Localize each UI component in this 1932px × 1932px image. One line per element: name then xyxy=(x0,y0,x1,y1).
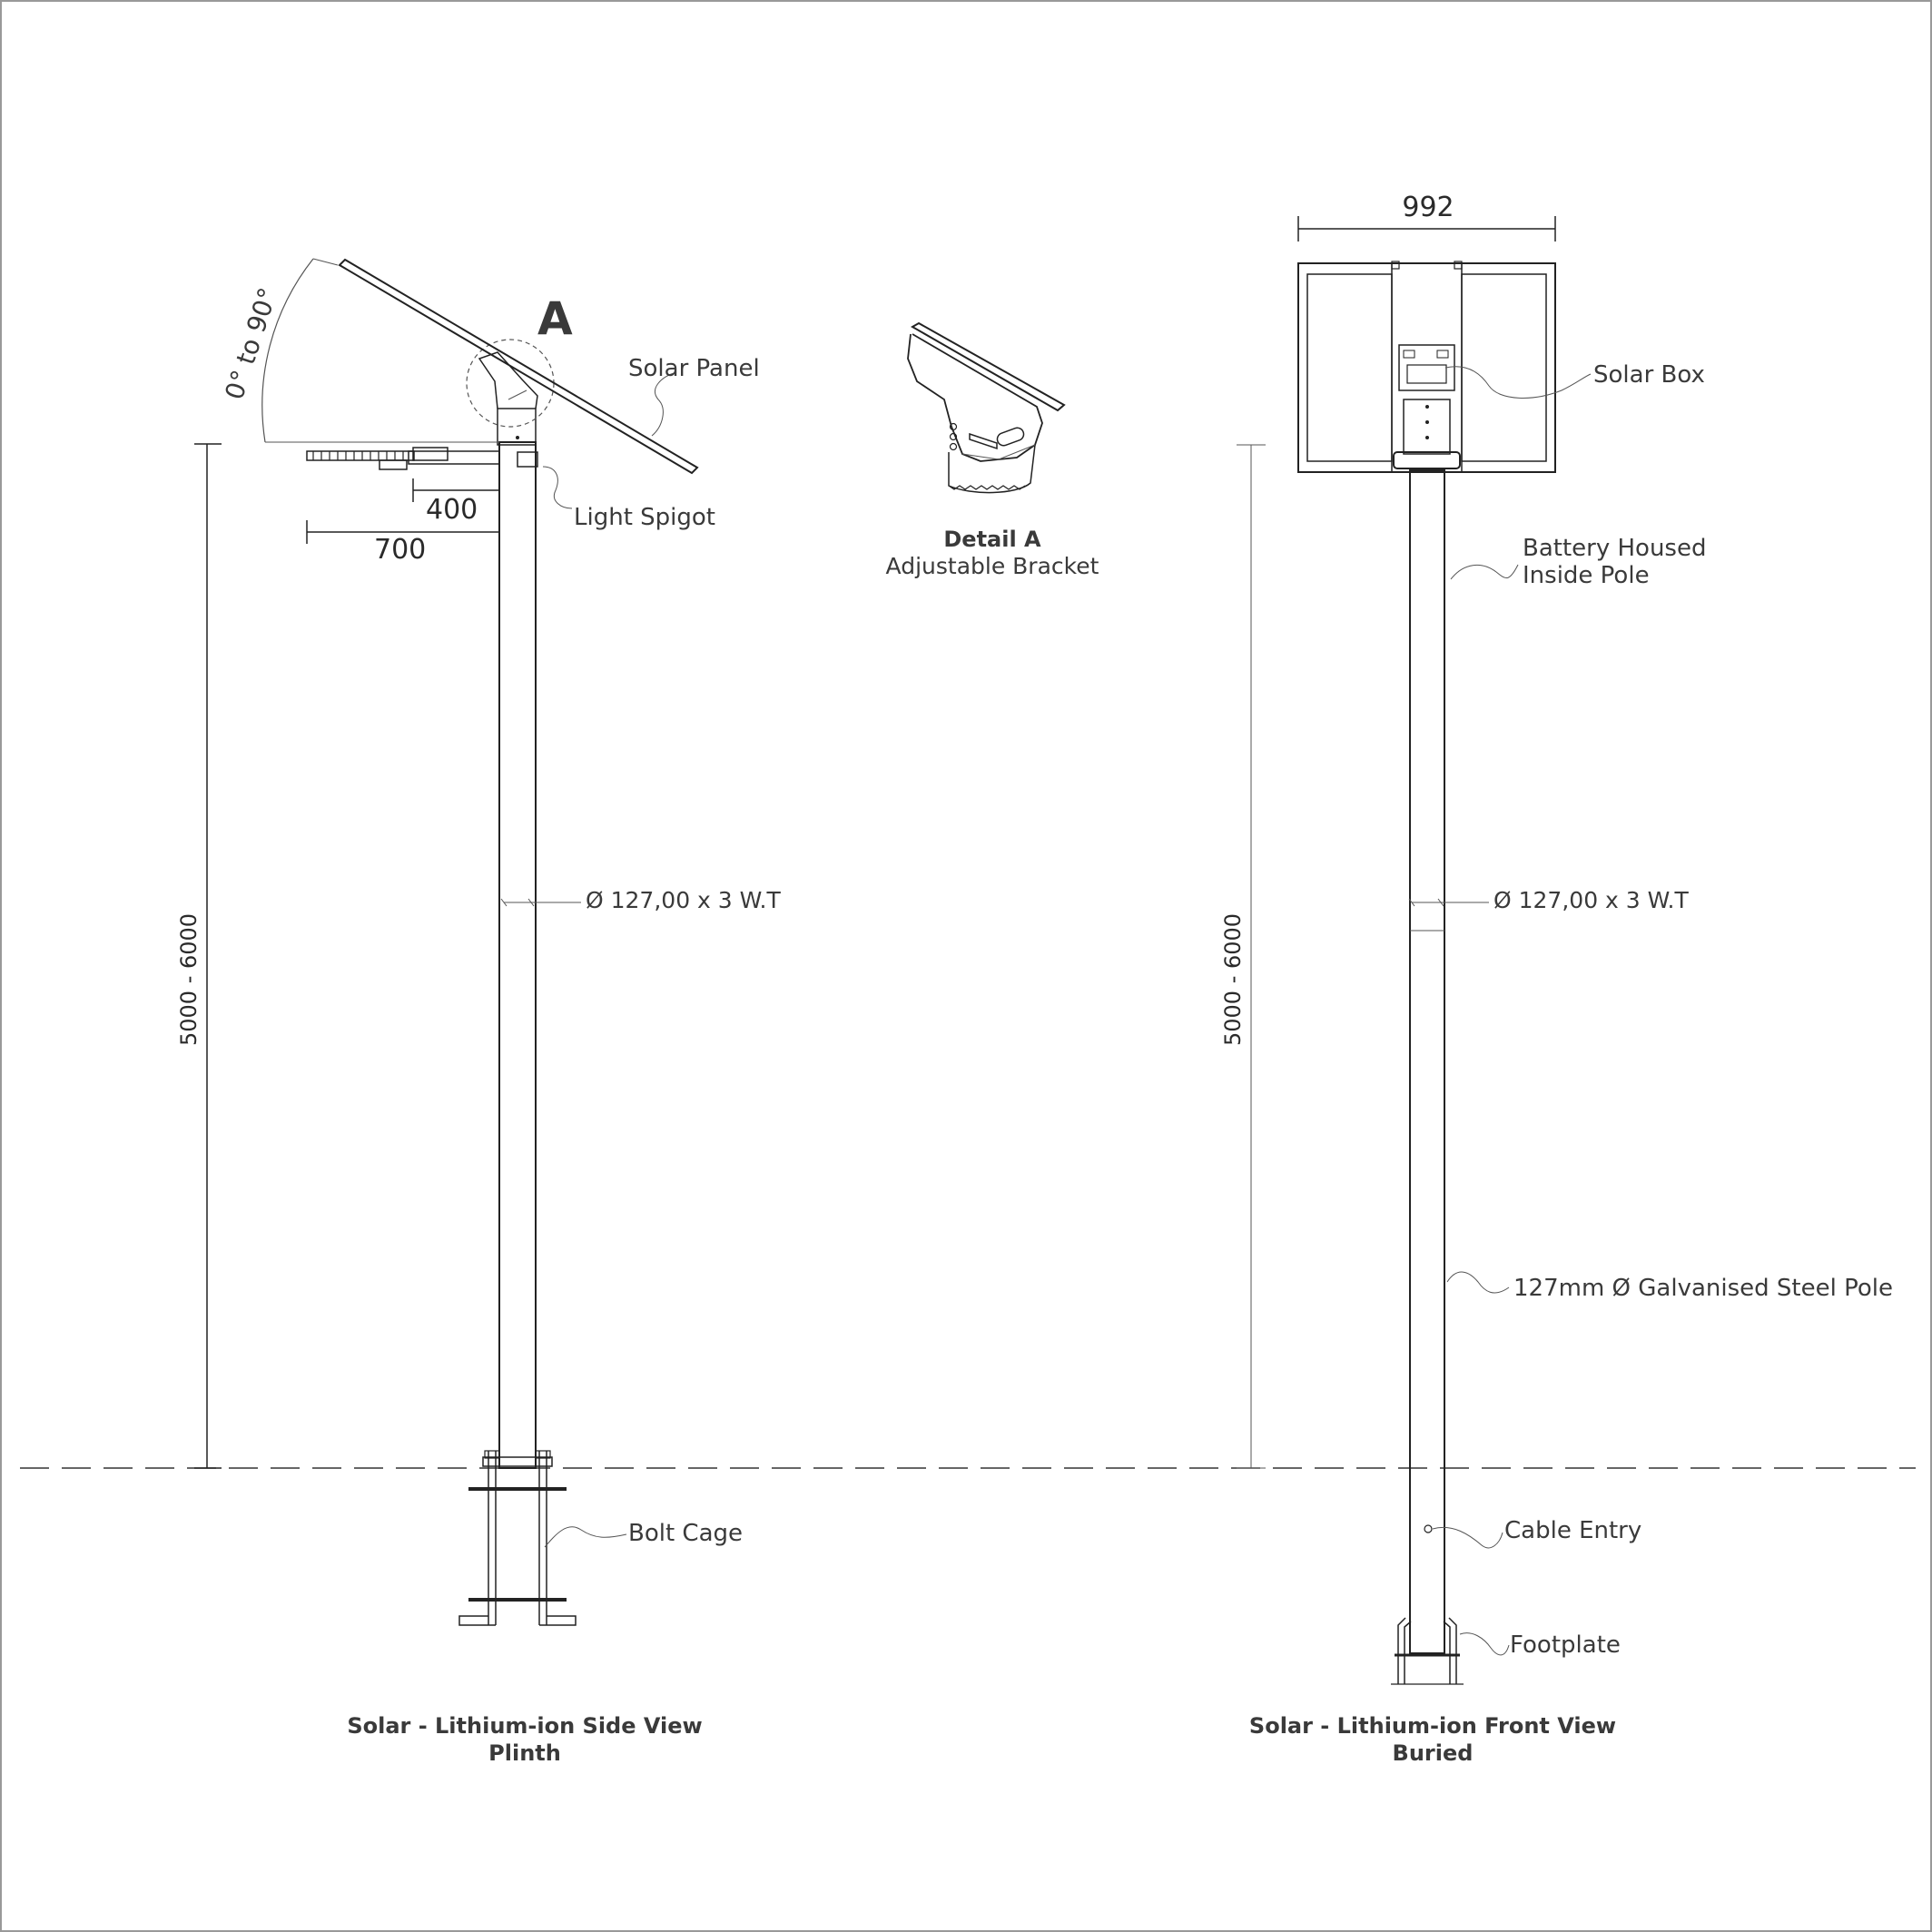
front-bracket-bolt-3 xyxy=(1425,436,1429,439)
side-pole xyxy=(498,441,537,1469)
detail-panel xyxy=(910,321,1066,412)
detail-bracket-base xyxy=(948,444,1036,494)
side-bracket-arm xyxy=(478,351,538,409)
side-diameter-tick-l xyxy=(500,898,508,907)
bolt-cage xyxy=(458,1450,577,1626)
footplate-leader xyxy=(1459,1632,1510,1656)
side-solar-panel xyxy=(338,258,699,475)
front-bracket-bolt-1 xyxy=(1425,405,1429,409)
battery-leader xyxy=(1450,564,1519,580)
detail-hole-2 xyxy=(949,432,958,441)
front-width-dim-text: 992 xyxy=(1402,192,1454,223)
solar-box-leader xyxy=(1444,366,1592,399)
detail-pivot xyxy=(996,427,1025,447)
front-solar-box-led-r xyxy=(1436,350,1449,359)
detail-a: Detail A Adjustable Bracket xyxy=(886,321,1099,579)
cable-entry-label: Cable Entry xyxy=(1504,1517,1641,1544)
front-solar-box-led-l xyxy=(1403,350,1415,359)
front-bracket-plate xyxy=(1403,399,1451,455)
bolt-cage-label: Bolt Cage xyxy=(628,1520,743,1547)
detail-title: Detail A xyxy=(943,527,1041,552)
front-pole xyxy=(1409,469,1445,1654)
front-solar-box xyxy=(1398,344,1455,391)
side-luminaire-body xyxy=(306,450,415,461)
cable-entry-leader xyxy=(1432,1527,1503,1549)
side-light-arm xyxy=(408,450,500,465)
light-spigot-leader xyxy=(542,466,573,509)
detail-bracket-plate xyxy=(907,333,1043,462)
pole-spec-label: 127mm Ø Galvanised Steel Pole xyxy=(1513,1275,1893,1302)
detail-base-break xyxy=(948,485,1026,490)
detail-bracket-inner xyxy=(961,444,1036,460)
side-view: A 0° to 90° Solar Panel Light Spigot xyxy=(176,258,781,1766)
front-diameter-label: Ø 127,00 x 3 W.T xyxy=(1493,887,1689,913)
front-bracket-bolt-2 xyxy=(1425,420,1429,424)
side-luminaire-head xyxy=(412,447,448,461)
detail-a-marker: A xyxy=(537,292,573,345)
front-diameter-tick-r xyxy=(1437,898,1444,907)
detail-hole-1 xyxy=(949,422,958,431)
side-view-title: Solar - Lithium-ion Side View xyxy=(347,1713,702,1739)
front-view-subtitle: Buried xyxy=(1393,1740,1474,1766)
footplate-label: Footplate xyxy=(1510,1631,1621,1659)
detail-subtitle: Adjustable Bracket xyxy=(886,553,1099,579)
front-solar-box-screen xyxy=(1406,364,1447,384)
light-spigot-label: Light Spigot xyxy=(574,504,715,531)
detail-hole-3 xyxy=(949,442,958,451)
solar-panel-leader xyxy=(651,371,677,437)
side-driver-box xyxy=(379,459,408,470)
pole-spec-leader xyxy=(1446,1271,1510,1294)
front-box-mast xyxy=(1391,262,1463,473)
solar-panel-label: Solar Panel xyxy=(628,355,760,382)
side-view-subtitle: Plinth xyxy=(488,1740,561,1766)
bolt-cage-leader xyxy=(544,1526,627,1548)
front-mast-clip-l xyxy=(1391,261,1400,270)
side-bracket-bolt xyxy=(516,436,519,439)
front-diameter-tick-l xyxy=(1408,898,1415,907)
battery-label-line1: Battery Housed xyxy=(1523,535,1706,562)
side-angle-tick-top xyxy=(312,258,339,266)
front-pole-collar xyxy=(1393,451,1461,469)
side-spigot-collar xyxy=(517,451,538,468)
front-mast-clip-r xyxy=(1454,261,1463,270)
front-height-dim-text: 5000 - 6000 xyxy=(1220,913,1246,1046)
dim-700-text: 700 xyxy=(374,534,426,566)
side-diameter-tick-r xyxy=(527,898,535,907)
cable-entry-hole xyxy=(1424,1524,1433,1533)
side-luminaire-fins xyxy=(312,451,404,460)
side-height-dim-text: 5000 - 6000 xyxy=(176,913,202,1046)
detail-slot xyxy=(969,432,998,450)
side-angle-arc xyxy=(261,258,314,443)
side-diameter-label: Ø 127,00 x 3 W.T xyxy=(586,887,781,913)
footplate xyxy=(1391,1617,1464,1685)
solar-box-label: Solar Box xyxy=(1593,361,1705,389)
side-bracket-slot xyxy=(508,389,527,400)
side-bracket-base xyxy=(497,408,537,446)
battery-label-line2: Inside Pole xyxy=(1523,562,1650,589)
front-view: 992 Solar Box Battery Housed Inside Pole xyxy=(1220,192,1893,1766)
dim-400-text: 400 xyxy=(426,494,478,526)
front-view-title: Solar - Lithium-ion Front View xyxy=(1249,1713,1616,1739)
